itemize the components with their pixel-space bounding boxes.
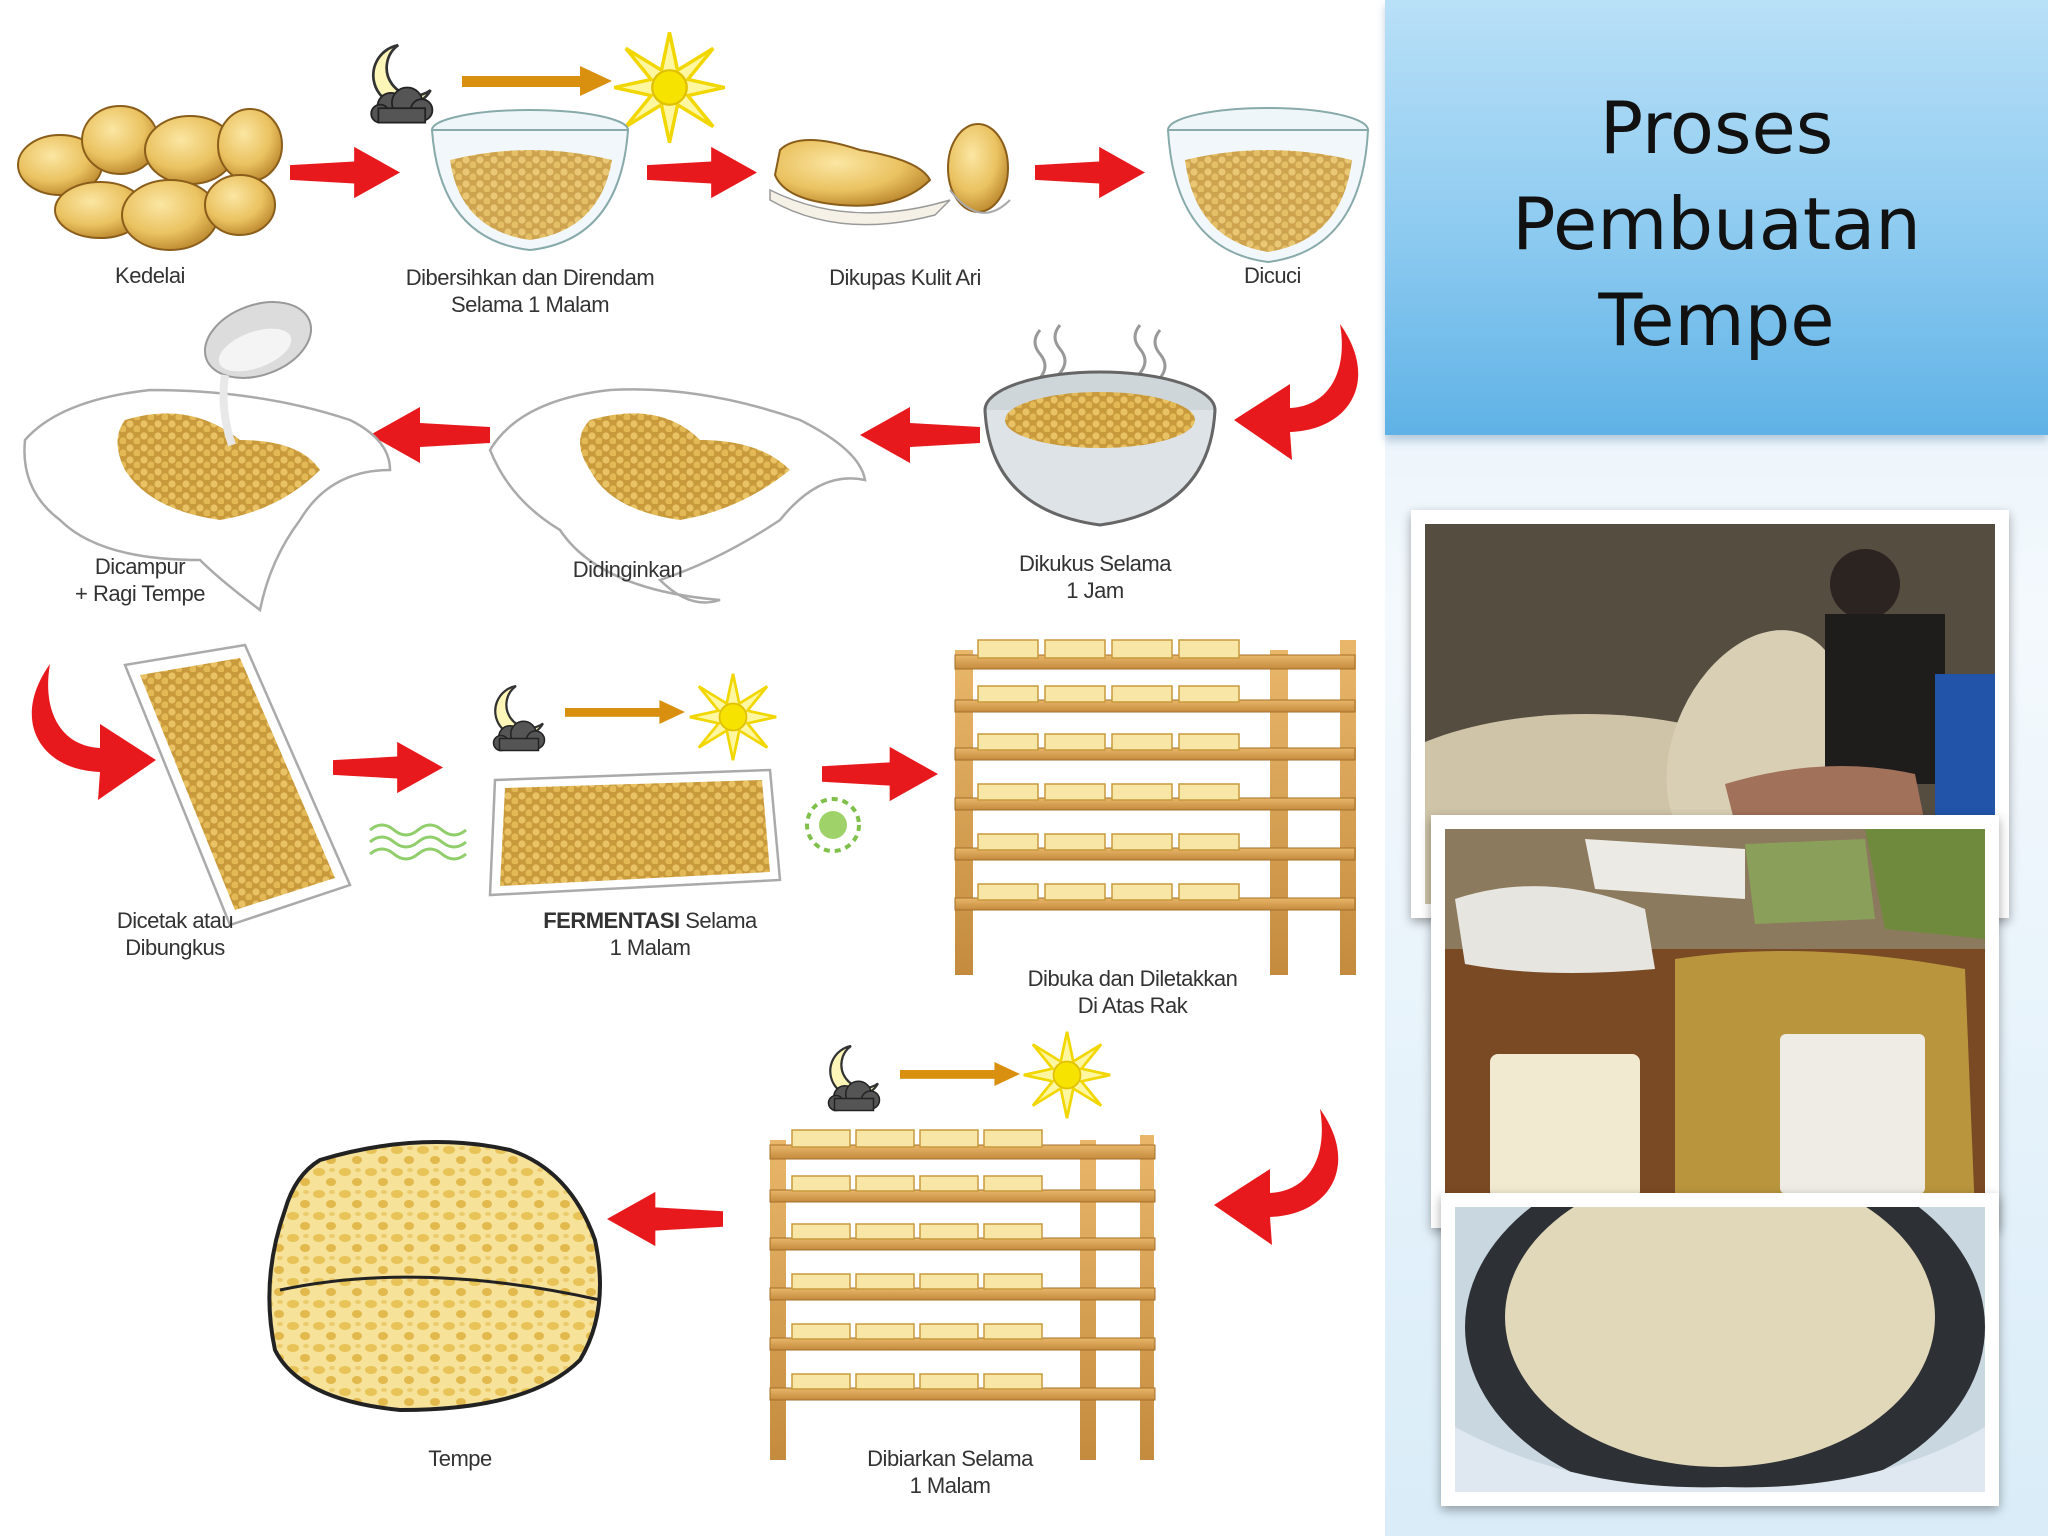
- step-label-dibuka: Dibuka dan Diletakkan Di Atas Rak: [1027, 966, 1238, 1018]
- orange-arrow-icon: [462, 66, 612, 96]
- tempe-block-icon: [267, 1140, 602, 1413]
- red-arrow-icon: [333, 741, 443, 794]
- sun-icon: [612, 30, 727, 145]
- soybeans-icon: [17, 105, 283, 251]
- step-label-dikupas: Dikupas Kulit Ari: [829, 265, 981, 290]
- step-label-didinginkan: Didinginkan: [572, 557, 683, 582]
- page-title: Proses Pembuatan Tempe: [1512, 86, 1921, 362]
- mixing-cloth-icon: [23, 301, 392, 613]
- steaming-pot-icon: [983, 324, 1217, 527]
- drying-rack-icon: [954, 639, 1356, 975]
- cooling-cloth-icon: [488, 388, 867, 604]
- warm-wave-icon: [369, 823, 467, 861]
- red-arrow-icon: [647, 146, 757, 199]
- red-arrow-icon: [1035, 146, 1145, 199]
- step-label-kedelai: Kedelai: [115, 263, 185, 288]
- peeled-soybean-icon: [769, 123, 1011, 226]
- tempe-process-diagram: Kedelai Dibersihkan dan Direndam Selama …: [17, 30, 1370, 1498]
- red-curved-arrow-icon: [1234, 324, 1359, 460]
- side-panel: Proses Pembuatan Tempe: [1385, 0, 2048, 1536]
- title-box: Proses Pembuatan Tempe: [1385, 0, 2048, 435]
- wrapped-soybean-icon: [123, 643, 352, 927]
- moon-cloud-icon: [827, 1044, 881, 1112]
- step-label-fermentasi: FERMENTASI Selama 1 Malam: [515, 907, 785, 961]
- step-label-dibiarkan: Dibiarkan Selama 1 Malam: [867, 1446, 1033, 1498]
- washing-bowl-icon: [1166, 107, 1370, 264]
- fermentasi-bold-text: FERMENTASI: [543, 908, 680, 933]
- fermenting-soybean-icon: [488, 768, 782, 897]
- orange-arrow-icon: [565, 700, 685, 724]
- photo-tempe-wrapping: [1431, 815, 1999, 1228]
- mold-icon: [805, 797, 861, 853]
- soaking-bowl-icon: [430, 109, 630, 252]
- step-label-tempe: Tempe: [428, 1446, 492, 1471]
- photo-tempe-wrapping-image: [1445, 829, 1985, 1214]
- photo-tempe-fermenting: [1441, 1193, 1999, 1506]
- moon-cloud-icon: [369, 43, 434, 124]
- photo-tempe-fermenting-image: [1455, 1207, 1985, 1492]
- red-curved-arrow-icon: [1214, 1109, 1339, 1245]
- diagram-illustrations: [17, 30, 1370, 1460]
- moon-cloud-icon: [492, 684, 546, 752]
- fermentasi-rest-text: Selama 1 Malam: [609, 908, 758, 960]
- orange-arrow-icon: [900, 1062, 1020, 1086]
- sun-icon: [1022, 1030, 1112, 1120]
- step-label-dicetak: Dicetak atau Dibungkus: [116, 908, 234, 960]
- step-label-dicampur: Dicampur + Ragi Tempe: [75, 554, 205, 606]
- resting-rack-icon: [769, 1129, 1156, 1460]
- sun-icon: [688, 672, 778, 762]
- step-label-direndam: Dibersihkan dan Direndam Selama 1 Malam: [405, 265, 655, 317]
- red-arrow-icon: [860, 407, 980, 463]
- step-label-dicuci: Dicuci: [1244, 263, 1301, 288]
- red-arrow-icon: [822, 746, 938, 802]
- red-arrow-icon: [290, 146, 400, 199]
- step-label-dikukus: Dikukus Selama 1 Jam: [1019, 551, 1171, 603]
- red-arrow-icon: [607, 1191, 723, 1247]
